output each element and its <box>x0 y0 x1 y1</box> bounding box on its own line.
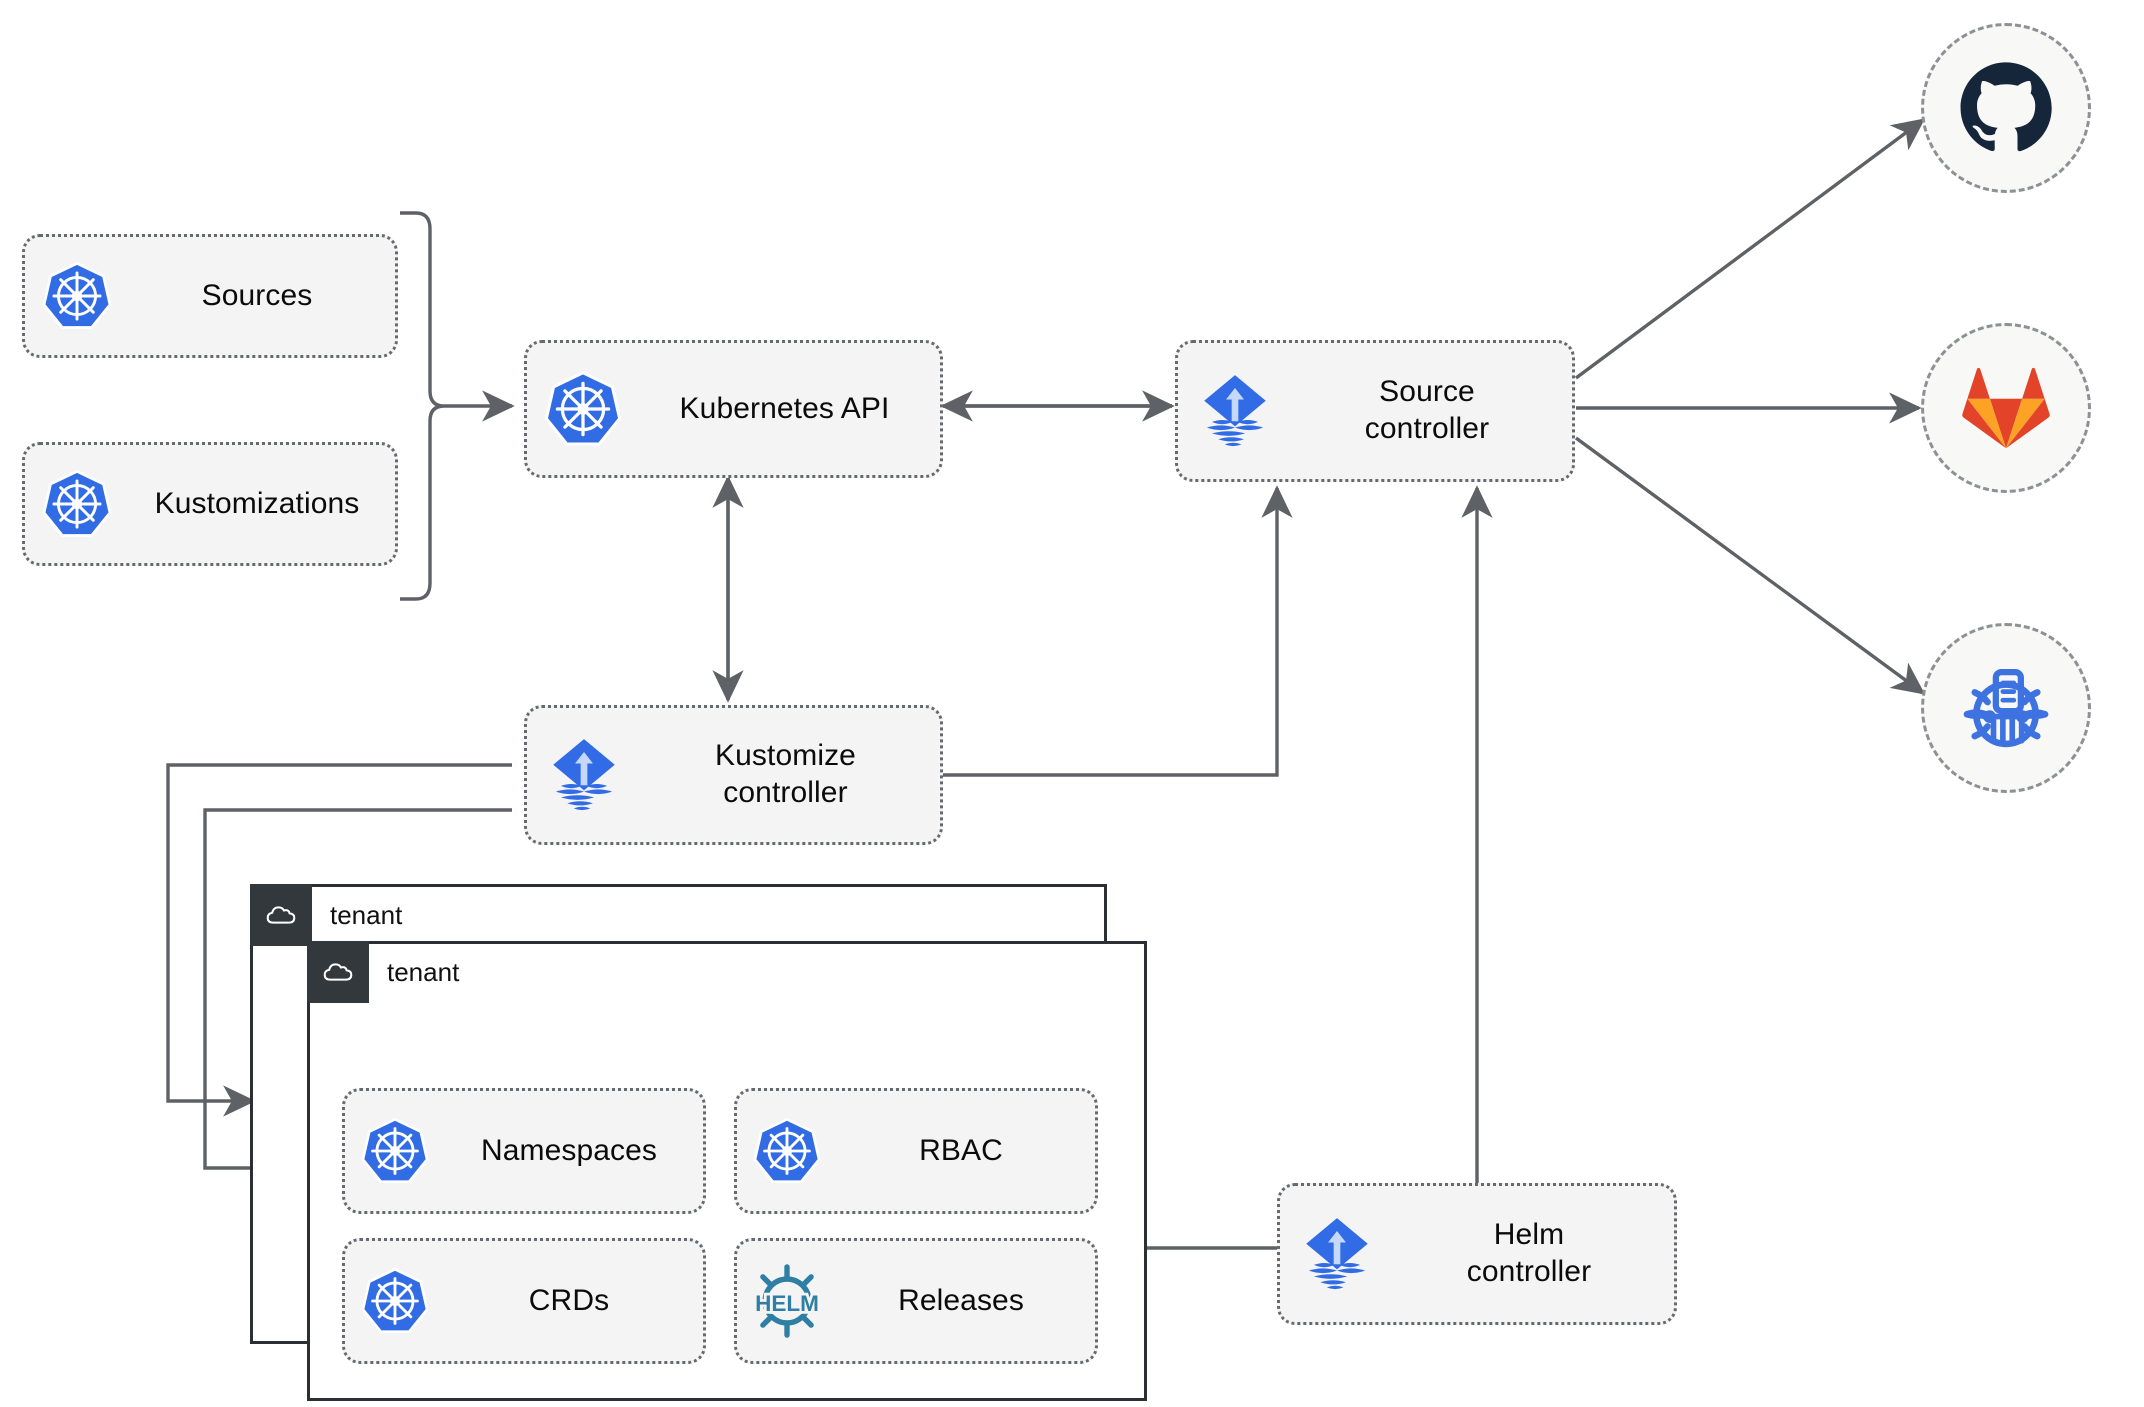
kubernetes-icon <box>345 1266 445 1336</box>
cloud-icon <box>307 941 369 1003</box>
node-kubernetes-api[interactable]: Kubernetes API <box>524 340 943 478</box>
edge-source-to-github <box>1574 118 1926 380</box>
node-label: Kubernetes API <box>679 391 890 425</box>
flux-icon <box>1178 370 1292 452</box>
node-crds[interactable]: CRDs <box>342 1238 706 1364</box>
node-label-line1: Helm <box>1493 1218 1565 1252</box>
node-label: Kustomizations <box>154 486 360 520</box>
tenant-header: tenant <box>250 884 402 946</box>
node-label-line2: controller <box>723 776 848 809</box>
node-label: Releases <box>898 1283 1024 1317</box>
node-label: CRDs <box>528 1283 610 1317</box>
node-label: Kustomize controller <box>641 738 940 811</box>
edge-source-to-helmrepo <box>1574 436 1926 695</box>
helm-icon: HELM <box>737 1262 837 1340</box>
kubernetes-icon <box>737 1116 837 1186</box>
node-releases[interactable]: HELM Releases <box>734 1238 1098 1364</box>
gitlab-icon <box>1962 367 2050 449</box>
node-kustomizations[interactable]: Kustomizations <box>22 442 398 566</box>
node-label: Helm controller <box>1394 1217 1674 1290</box>
tenant-header: tenant <box>307 941 459 1003</box>
tenant-name: tenant <box>387 956 460 987</box>
node-rbac[interactable]: RBAC <box>734 1088 1098 1214</box>
svg-text:HELM: HELM <box>755 1291 819 1316</box>
github-icon <box>1960 62 2052 152</box>
node-label: Source controller <box>1292 374 1572 447</box>
kubernetes-icon <box>25 260 129 332</box>
node-namespaces[interactable]: Namespaces <box>342 1088 706 1214</box>
node-source-controller[interactable]: Source controller <box>1175 340 1575 482</box>
node-sources[interactable]: Sources <box>22 234 398 358</box>
node-kustomize-controller[interactable]: Kustomize controller <box>524 705 943 845</box>
cloud-icon <box>250 884 312 946</box>
kubernetes-icon <box>345 1116 445 1186</box>
tenant-name: tenant <box>330 899 403 930</box>
node-label-line2: controller <box>1466 1255 1592 1288</box>
kubernetes-icon <box>25 468 129 540</box>
node-label-line2: controller <box>1364 412 1490 445</box>
edge-brace-resources <box>400 211 445 601</box>
node-label: Sources <box>201 278 313 312</box>
node-label: Namespaces <box>480 1133 658 1167</box>
repo-gitlab[interactable] <box>1921 323 2091 493</box>
kubernetes-icon <box>527 369 639 449</box>
repo-github[interactable] <box>1921 23 2091 193</box>
repo-helm-repository[interactable] <box>1921 623 2091 793</box>
flux-icon <box>1280 1213 1394 1295</box>
node-label-line1: Source <box>1379 375 1475 409</box>
edge-kustomize-to-source <box>943 485 1293 777</box>
tenant-panel-front[interactable]: tenant <box>307 941 1147 1401</box>
flux-icon <box>527 734 641 816</box>
helm-repository-icon <box>1963 668 2049 748</box>
node-helm-controller[interactable]: Helm controller <box>1277 1183 1677 1325</box>
node-label: RBAC <box>919 1133 1003 1167</box>
node-label-line1: Kustomize <box>715 739 856 773</box>
